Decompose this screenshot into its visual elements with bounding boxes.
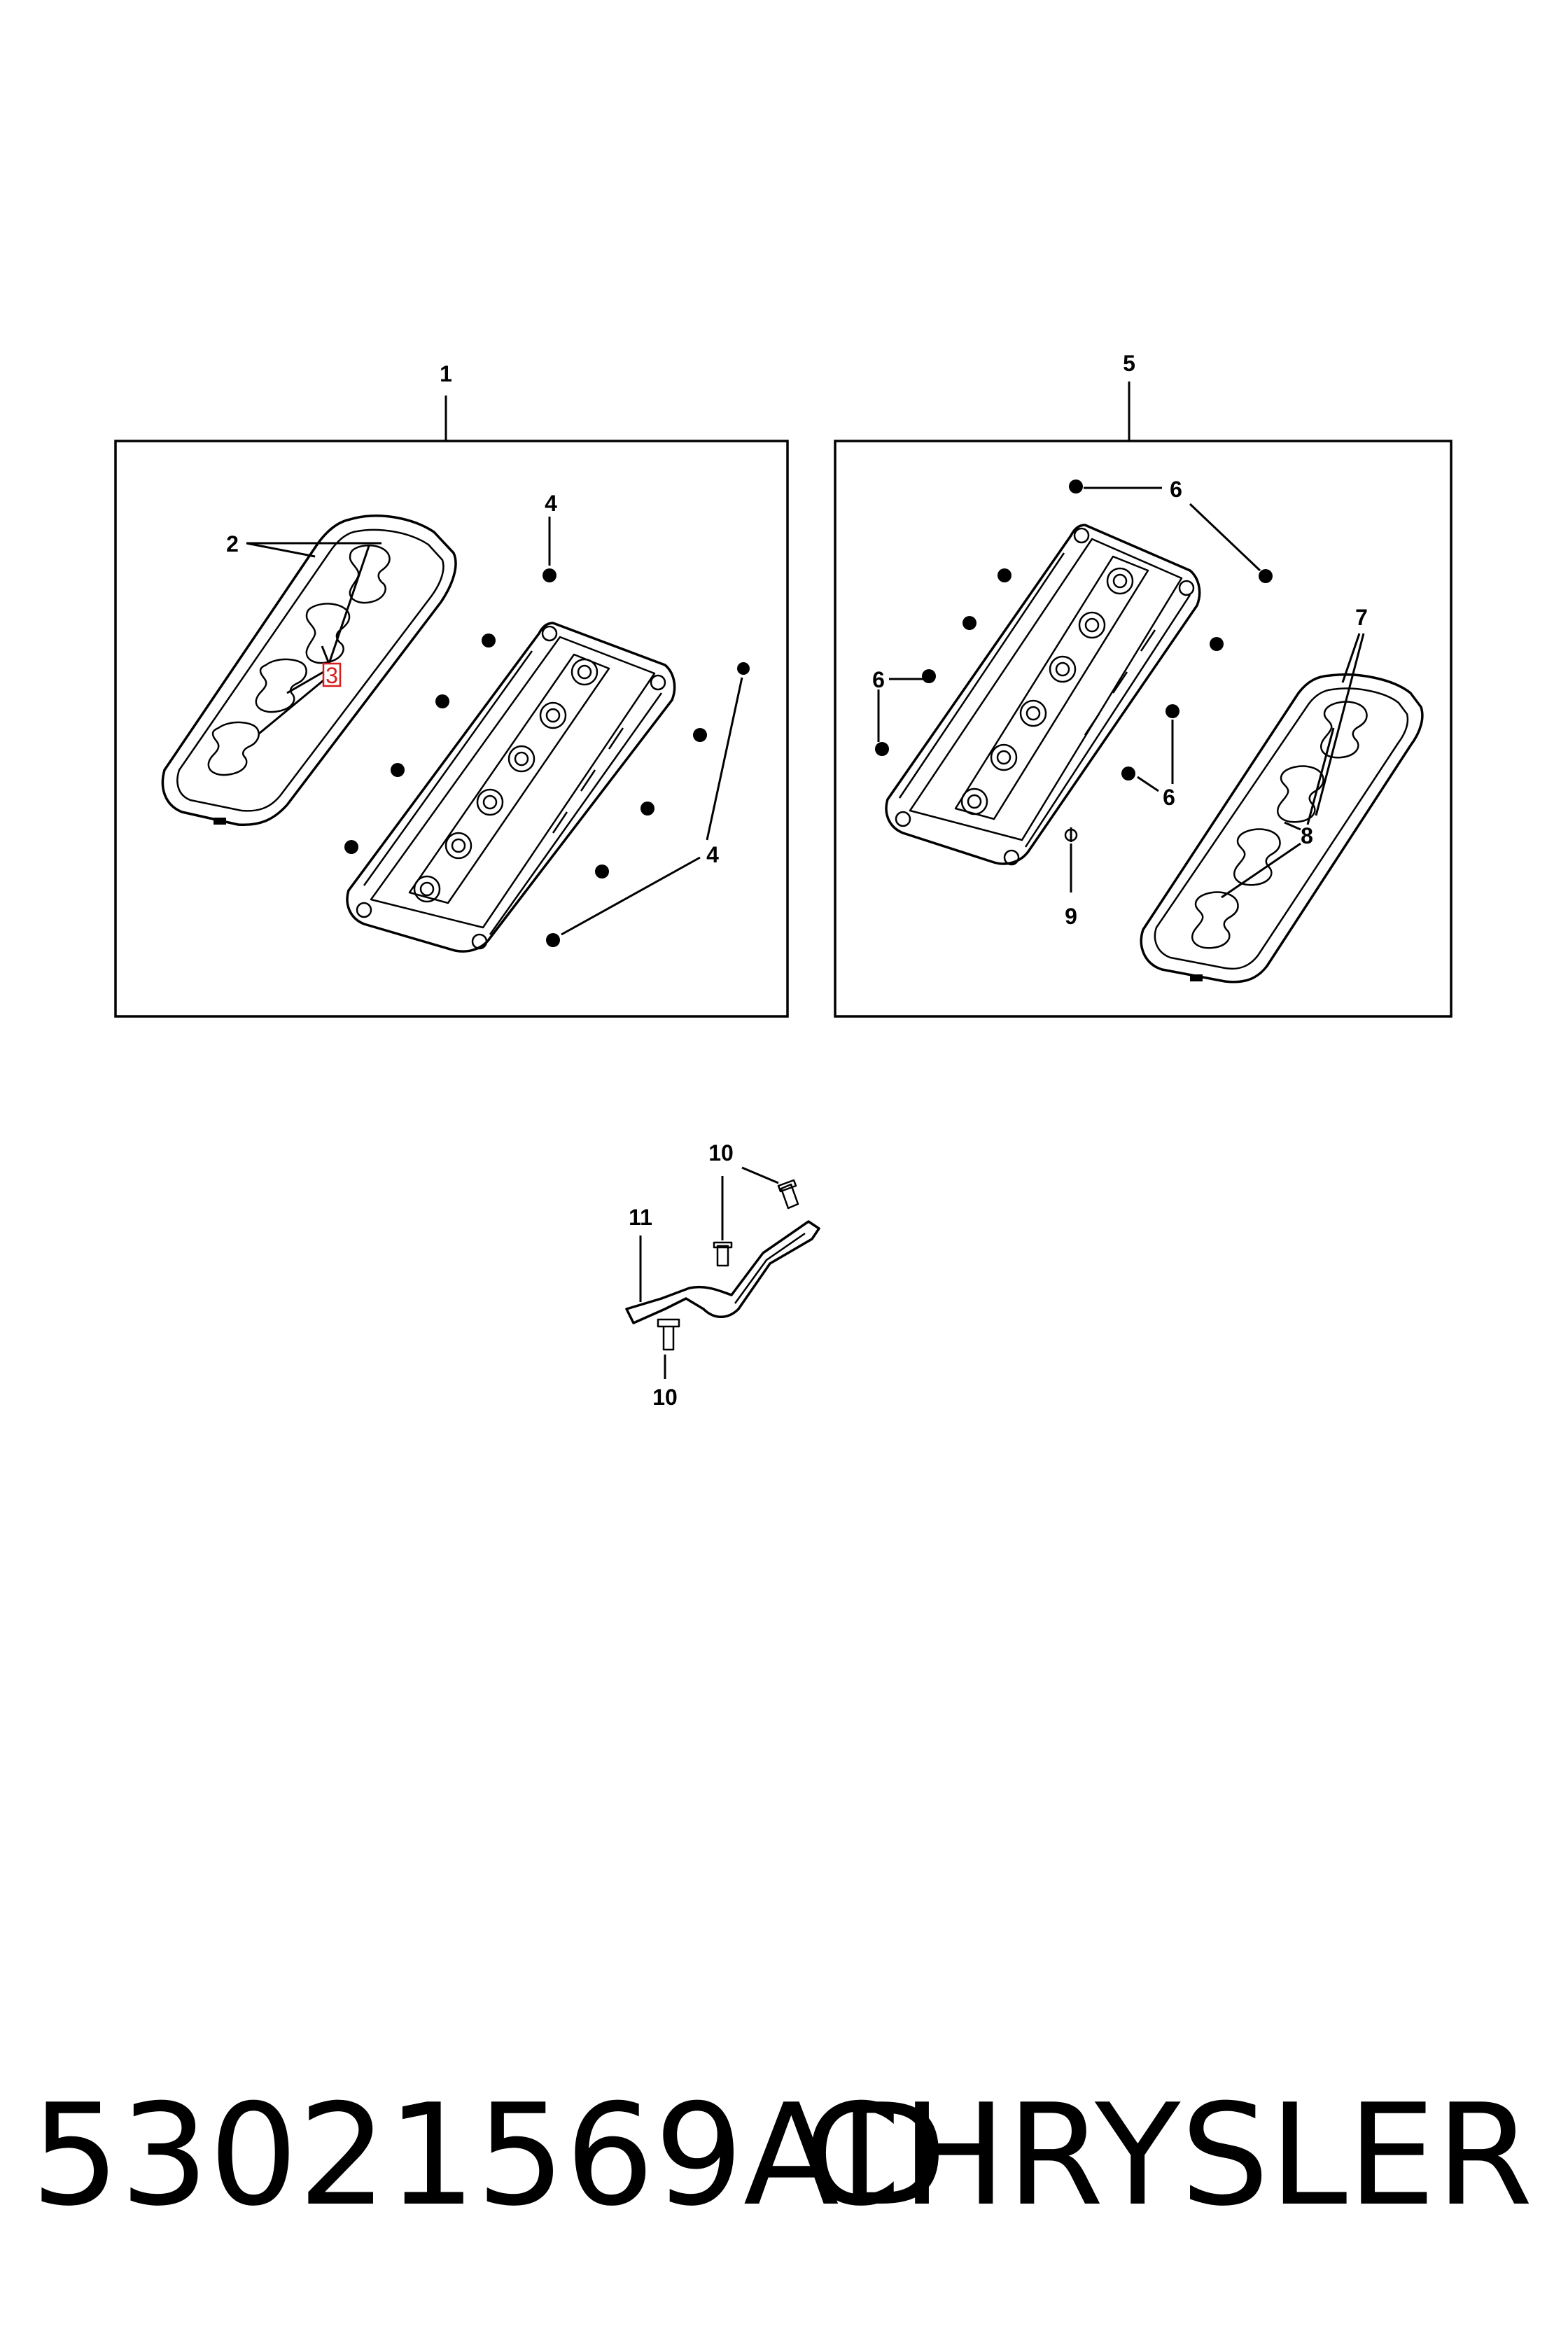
bolt-icon bbox=[546, 933, 560, 947]
callout-11: 11 bbox=[629, 1205, 652, 1230]
right-panel-frame bbox=[834, 440, 1452, 1018]
leader-3a bbox=[328, 545, 370, 664]
valve-cover-gasket-right bbox=[1140, 673, 1424, 983]
callout-6-bottom: 6 bbox=[1163, 785, 1175, 810]
leader-7a bbox=[1341, 633, 1361, 683]
leader-3d bbox=[258, 679, 324, 735]
bracket bbox=[625, 1220, 820, 1324]
bracket-assembly: 10 10 11 bbox=[625, 1140, 820, 1410]
gasket-tab bbox=[1190, 974, 1203, 981]
callout-4-top: 4 bbox=[545, 491, 557, 516]
callout-4-bottom: 4 bbox=[706, 842, 719, 867]
leader-7b bbox=[1315, 633, 1365, 816]
bolt-icon bbox=[595, 864, 609, 878]
callout-10-bottom: 10 bbox=[652, 1385, 678, 1410]
leader-2b bbox=[246, 542, 316, 558]
leader-10b bbox=[741, 1166, 779, 1184]
bolt-icon bbox=[997, 568, 1011, 582]
leader-6b bbox=[1189, 503, 1261, 572]
callout-5: 5 bbox=[1123, 351, 1135, 376]
callout-3: 3 bbox=[326, 663, 338, 688]
bolt-icon bbox=[1259, 569, 1273, 583]
bolt-icon bbox=[640, 802, 654, 816]
bolt-icon bbox=[1210, 637, 1224, 651]
callout-7: 7 bbox=[1355, 605, 1368, 630]
bolt-icon bbox=[777, 1179, 799, 1210]
leader-3c bbox=[286, 671, 324, 694]
gasket-tab bbox=[214, 818, 226, 825]
callout-6-left: 6 bbox=[872, 667, 885, 692]
bolt-icon bbox=[542, 568, 556, 582]
gasket-plug-hole-seal bbox=[349, 544, 391, 604]
bolt-icon bbox=[435, 694, 449, 708]
gasket-plug-hole-seal bbox=[255, 658, 307, 713]
leader-4b bbox=[706, 677, 743, 841]
bolt-icon bbox=[1069, 479, 1083, 493]
gasket-plug-hole-seal bbox=[1320, 701, 1368, 759]
bolt-icon bbox=[1121, 766, 1135, 780]
callout-1: 1 bbox=[440, 361, 452, 386]
left-kit-panel: 1 2 3 bbox=[114, 361, 789, 1018]
brand-name: CHRYSLER bbox=[803, 2074, 1533, 2237]
gasket-plug-hole-seal bbox=[1233, 828, 1281, 886]
bolt-icon bbox=[1166, 704, 1180, 718]
bolt-icon bbox=[922, 669, 936, 683]
callout-10-top: 10 bbox=[708, 1140, 734, 1166]
bolt-icon bbox=[713, 1241, 733, 1267]
valve-cover-right bbox=[885, 524, 1201, 866]
right-kit-panel: 5 bbox=[834, 351, 1452, 1018]
callout-6-top: 6 bbox=[1170, 477, 1182, 502]
bolt-icon bbox=[657, 1318, 680, 1351]
callout-9: 9 bbox=[1065, 904, 1077, 929]
gasket-plug-hole-seal bbox=[207, 721, 260, 776]
bolts-left bbox=[344, 568, 750, 947]
bolt-icon bbox=[693, 728, 707, 742]
callout-2: 2 bbox=[226, 531, 239, 556]
gasket-plug-hole-seal bbox=[1276, 765, 1324, 823]
leader-4c bbox=[561, 856, 701, 936]
part-number: 53021569AD bbox=[31, 2074, 947, 2237]
bolt-icon bbox=[391, 763, 405, 777]
left-panel-frame bbox=[114, 440, 789, 1018]
bolt-icon bbox=[482, 634, 496, 648]
leader-8b bbox=[1284, 821, 1301, 831]
leader-8c bbox=[1221, 842, 1301, 899]
leader-6f bbox=[1137, 776, 1159, 792]
gasket-plug-hole-seal bbox=[1191, 891, 1239, 949]
bolt-icon bbox=[875, 742, 889, 756]
bolt-icon bbox=[344, 840, 358, 854]
callout-8: 8 bbox=[1301, 823, 1313, 848]
bolt-icon bbox=[962, 616, 976, 630]
bolt-icon bbox=[737, 662, 750, 675]
callout-3-highlight bbox=[322, 662, 342, 687]
leader-3b bbox=[321, 645, 330, 664]
valve-cover-gasket-left bbox=[161, 514, 457, 827]
leader-8a bbox=[1306, 727, 1335, 825]
valve-cover-left bbox=[346, 622, 676, 953]
